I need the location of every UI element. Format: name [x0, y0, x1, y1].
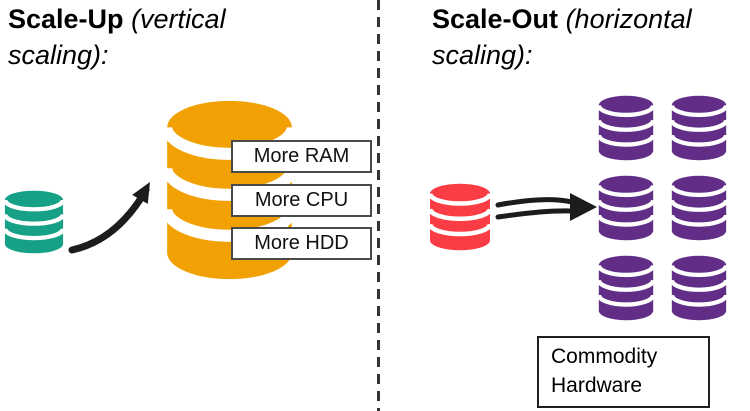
cluster-db-icon [670, 94, 728, 162]
more-ram-label: More RAM [231, 140, 372, 173]
scale-out-title: Scale-Out (horizontal scaling): [432, 2, 737, 73]
scale-out-arrow-icon [495, 193, 597, 221]
db-cluster [597, 94, 728, 322]
scale-up-arrow-icon [68, 182, 150, 254]
commodity-hardware-box: Commodity Hardware [537, 336, 710, 408]
cluster-db-icon [597, 174, 655, 242]
cluster-db-icon [670, 254, 728, 322]
section-divider [377, 0, 380, 411]
scale-up-source-db-icon [3, 189, 65, 255]
scale-out-title-bold: Scale-Out [432, 4, 559, 34]
scale-up-title: Scale-Up (vertical scaling): [8, 2, 288, 73]
cluster-db-icon [670, 174, 728, 242]
more-hdd-label: More HDD [231, 227, 372, 260]
scale-up-title-italic: (vertical scaling): [8, 4, 226, 70]
scale-out-title-italic: (horizontal scaling): [432, 4, 692, 70]
cluster-db-icon [597, 94, 655, 162]
scale-up-title-bold: Scale-Up [8, 4, 124, 34]
scale-out-source-db-icon [428, 182, 492, 252]
more-cpu-label: More CPU [231, 184, 372, 217]
cluster-db-icon [597, 254, 655, 322]
